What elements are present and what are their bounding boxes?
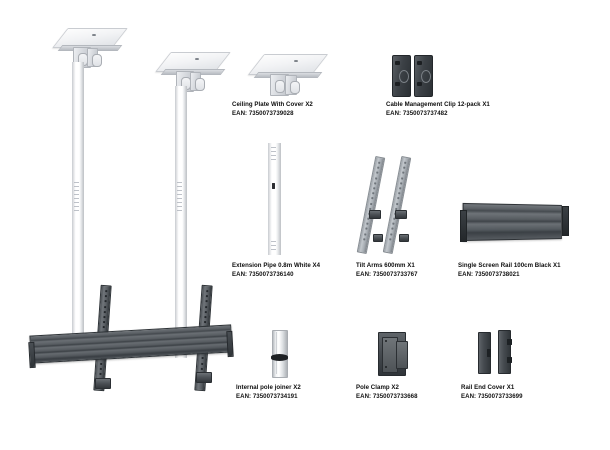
part-title: Single Screen Rail 100cm Black X1: [458, 262, 561, 269]
part-title: Pole Clamp X2: [356, 384, 399, 391]
ceiling-plate-illustration: [244, 52, 332, 96]
part-pole-clamp: [378, 332, 408, 376]
assembly-rail-end-right: [226, 330, 234, 358]
label-rail-end-cover: Rail End Cover X1 EAN: 7350073733699: [461, 383, 523, 401]
cable-clip-notch: [395, 61, 400, 65]
label-single-screen-rail: Single Screen Rail 100cm Black X1 EAN: 7…: [458, 261, 561, 279]
part-extension-pipe: [268, 143, 288, 255]
part-ean: EAN: 7350073738021: [458, 271, 520, 278]
label-internal-pole-joiner: Internal pole joiner X2 EAN: 73500737341…: [236, 383, 301, 401]
tilt-arm-stop-left: [373, 234, 383, 242]
part-title: Extension Pipe 0.8m White X4: [232, 262, 321, 269]
cable-clip-ring: [399, 70, 409, 83]
screen-rail-end-cap-left: [460, 210, 467, 242]
part-title: Tilt Arms 600mm X1: [356, 262, 415, 269]
extension-pipe-slot: [272, 183, 275, 189]
ceiling-plate-bracket-side: [87, 48, 102, 67]
rail-end-cover-tab: [507, 357, 512, 363]
extension-pipe-body: [268, 143, 281, 255]
assembly-ceiling-plate-right: [155, 52, 231, 96]
pole-joiner-band: [271, 354, 288, 361]
ceiling-plate-bracket-side: [285, 75, 300, 95]
screen-rail-end-cap-right: [562, 206, 569, 236]
cable-clip-ring: [421, 70, 431, 83]
assembly-bracket-foot-left: [95, 378, 111, 389]
ceiling-plate-bracket: [270, 74, 289, 96]
part-title: Internal pole joiner X2: [236, 384, 301, 391]
label-tilt-arms: Tilt Arms 600mm X1 EAN: 7350073733767: [356, 261, 418, 279]
ceiling-plate-bracket-side: [190, 72, 205, 91]
assembly-bracket-foot-right: [196, 372, 212, 383]
part-ean: EAN: 7350073733699: [461, 393, 523, 400]
label-cable-management-clip: Cable Management Clip 12-pack X1 EAN: 73…: [386, 100, 490, 118]
pole-clamp-side-plate: [396, 341, 408, 369]
part-title: Cable Management Clip 12-pack X1: [386, 101, 490, 108]
tilt-arm-pivot-left: [369, 210, 381, 219]
pole-clamp-bolt: [385, 340, 387, 342]
extension-pipe-markings: [271, 147, 276, 163]
cable-clip-notch: [417, 82, 422, 86]
assembly-pole-right: [175, 86, 187, 358]
part-tilt-arms: [356, 155, 428, 256]
label-extension-pipe: Extension Pipe 0.8m White X4 EAN: 735007…: [232, 261, 320, 279]
label-ceiling-plate: Ceiling Plate With Cover X2 EAN: 7350073…: [232, 100, 313, 118]
part-title: Rail End Cover X1: [461, 384, 515, 391]
part-ean: EAN: 7350073739028: [232, 110, 294, 117]
part-internal-pole-joiner: [270, 330, 300, 378]
part-ceiling-plate: [244, 52, 334, 98]
assembly-ceiling-plate-left: [52, 28, 128, 72]
extension-pipe-markings-bottom: [271, 241, 276, 253]
screen-rail-body: [462, 202, 562, 242]
pole-joiner-seam: [276, 332, 277, 374]
rail-end-cover-right: [498, 330, 512, 374]
part-ean: EAN: 7350073736140: [232, 271, 294, 278]
pole-clamp-bolt: [385, 366, 387, 368]
part-single-screen-rail: [460, 200, 575, 248]
assembly-pole-left-markings: [74, 182, 79, 214]
tilt-arm-perforations: [389, 161, 407, 244]
assembly-pole-left: [72, 62, 84, 354]
ceiling-plate-hole: [195, 58, 199, 61]
cable-clip-left: [392, 55, 411, 97]
part-cable-management-clip: [392, 53, 452, 97]
ceiling-plate-hole: [92, 34, 96, 37]
cable-clip-notch: [395, 82, 400, 86]
rail-end-cover-tab: [487, 349, 491, 357]
rail-end-cover-left: [478, 332, 491, 374]
label-pole-clamp: Pole Clamp X2 EAN: 7350073733668: [356, 383, 418, 401]
assembly-pole-right-markings: [177, 182, 182, 214]
part-title: Ceiling Plate With Cover X2: [232, 101, 313, 108]
part-ean: EAN: 7350073734191: [236, 393, 298, 400]
part-rail-end-cover: [478, 330, 528, 376]
part-ean: EAN: 7350073733767: [356, 271, 418, 278]
tilt-arm-perforations: [363, 161, 381, 244]
part-ean: EAN: 7350073737482: [386, 110, 448, 117]
cable-clip-right: [414, 55, 433, 97]
tilt-arm-stop-right: [399, 234, 409, 242]
part-ean: EAN: 7350073733668: [356, 393, 418, 400]
assembly-illustration: [0, 0, 234, 450]
tilt-arm-pivot-right: [395, 210, 407, 219]
cable-clip-notch: [417, 61, 422, 65]
rail-end-cover-tab: [507, 339, 512, 345]
ceiling-plate-hole: [294, 60, 298, 63]
